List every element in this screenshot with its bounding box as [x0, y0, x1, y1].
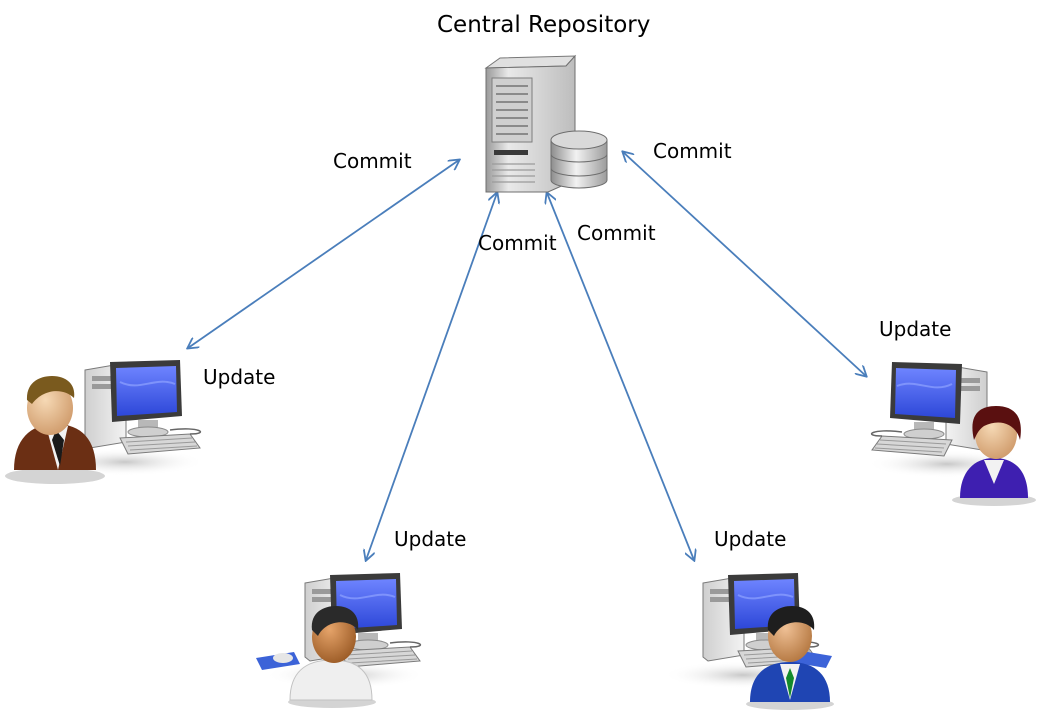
arrow-right-client — [623, 152, 866, 376]
arrow-bottom-right-client — [547, 193, 694, 560]
update-label-right: Update — [879, 317, 952, 341]
user-icon — [288, 606, 376, 708]
commit-label-bottom-right: Commit — [577, 221, 656, 245]
database-icon — [550, 130, 608, 189]
arrow-left-client — [188, 160, 459, 348]
update-label-bottom-right: Update — [714, 527, 787, 551]
client-bottom-right-workstation — [662, 572, 834, 710]
user-icon — [952, 406, 1036, 506]
commit-label-right: Commit — [653, 139, 732, 163]
commit-label-bottom-left: Commit — [478, 231, 557, 255]
client-left-workstation — [5, 359, 206, 484]
diagram-title: Central Repository — [437, 12, 651, 38]
client-right-workstation — [866, 361, 1036, 506]
client-bottom-left-workstation — [256, 572, 426, 708]
update-label-bottom-left: Update — [394, 527, 467, 551]
commit-label-left: Commit — [333, 149, 412, 173]
update-label-left: Update — [203, 365, 276, 389]
user-icon — [746, 606, 834, 710]
arrow-bottom-left-client — [366, 193, 497, 560]
user-icon — [5, 376, 105, 484]
